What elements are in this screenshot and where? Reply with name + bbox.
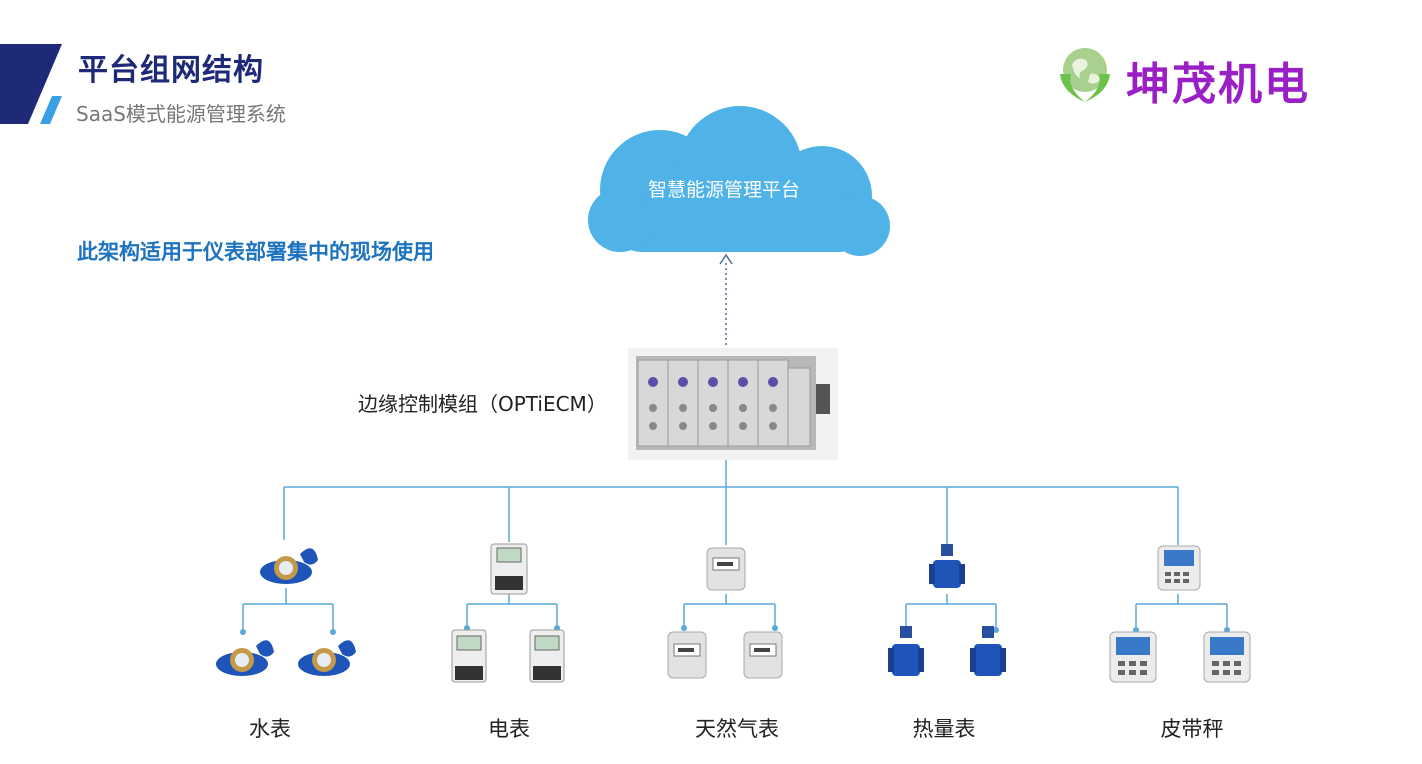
device-label-belt-scale: 皮带秤	[1160, 717, 1224, 741]
page-title: 平台组网结构	[78, 53, 264, 88]
heat-meter-icon	[970, 626, 1006, 676]
architecture-note: 此架构适用于仪表部署集中的现场使用	[77, 240, 434, 264]
belt-scale-icon	[1157, 545, 1201, 591]
belt-scale-icon	[1203, 631, 1251, 683]
page-subtitle: SaaS模式能源管理系统	[76, 102, 286, 126]
water-meter-icon	[298, 640, 356, 676]
device-label-electric: 电表	[488, 717, 530, 741]
belt-scale-icon	[1109, 631, 1157, 683]
water-meter-icon	[216, 640, 274, 676]
cloud-platform-label: 智慧能源管理平台	[647, 179, 800, 201]
device-label-heat: 热量表	[912, 717, 976, 741]
cloud-shape	[588, 106, 890, 256]
electric-meter-icon	[490, 543, 528, 595]
gas-meter-icon	[667, 631, 707, 679]
brand-name: 坤茂机电	[1126, 59, 1310, 110]
gas-meter-icon	[706, 547, 746, 591]
edge-module-label: 边缘控制模组（OPTiECM）	[358, 392, 607, 416]
device-label-water: 水表	[249, 717, 291, 741]
edge-control-module-icon	[628, 348, 838, 460]
heat-meter-icon	[888, 626, 924, 676]
header-decoration	[0, 44, 62, 124]
device-label-gas: 天然气表	[695, 717, 779, 741]
electric-meter-icon	[529, 629, 565, 683]
water-meter-icon	[260, 548, 318, 584]
globe-hands-icon	[1060, 48, 1110, 102]
gas-meter-icon	[743, 631, 783, 679]
electric-meter-icon	[451, 629, 487, 683]
heat-meter-icon	[929, 544, 965, 588]
